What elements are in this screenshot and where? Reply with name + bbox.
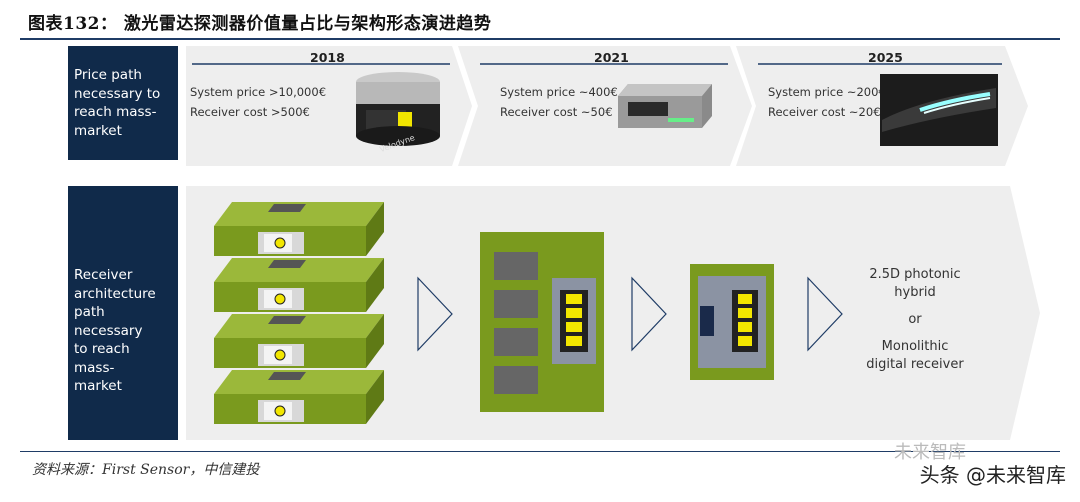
arrow-right-icon [417,276,453,352]
receiver-cost-2021: Receiver cost ~50€ [500,105,613,119]
system-price-2021: System price ~400€ [500,85,618,99]
year-2018: 2018 [310,50,345,65]
solid-state-lidar-image [618,84,712,128]
arrow-right-icon [631,276,667,352]
system-price-2018: System price >10,000€ [190,85,327,99]
watermark: 头条 @未来智库 [919,463,1066,487]
velodyne-lidar-image: Velodyne [356,72,440,154]
spec-2018: System price >10,000€ Receiver cost >500… [190,82,326,122]
year-2025: 2025 [868,50,903,65]
year-underlines [192,63,1002,65]
receiver-cost-2025: Receiver cost ~20€ [768,105,881,119]
price-row-label: Price path necessary to reach mass- mark… [68,46,178,160]
receiver-row-label: Receiver architecture path necessary to … [68,186,178,440]
footer-rule [20,451,1060,452]
receiver-illustrations [214,202,843,424]
spec-2025: System price ~200€ Receiver cost ~20€ [768,82,886,122]
figure-title: 图表132： 激光雷达探测器价值量占比与架构形态演进趋势 [28,14,492,34]
integrated-receiver-board [480,232,604,412]
source-note: 资料来源：First Sensor，中信建投 [32,462,260,478]
year-2021: 2021 [594,50,629,65]
faint-watermark: 未来智库 [894,442,966,463]
compact-receiver-module [690,264,774,380]
receiver-band [186,186,1040,440]
system-price-2025: System price ~200€ [768,85,886,99]
headlamp-lidar-image [880,74,998,146]
arrow-right-icon [807,276,843,352]
figure-header: 图表132： 激光雷达探测器价值量占比与架构形态演进趋势 [0,0,1080,38]
title-rule [20,38,1060,40]
stacked-receiver-boards [214,202,384,424]
receiver-cost-2018: Receiver cost >500€ [190,105,310,119]
device-illustrations: Velodyne [356,72,998,154]
spec-2021: System price ~400€ Receiver cost ~50€ [500,82,618,122]
chevron-2021 [458,46,752,166]
final-receiver-text: 2.5D photonic hybrid or Monolithic digit… [866,267,964,372]
